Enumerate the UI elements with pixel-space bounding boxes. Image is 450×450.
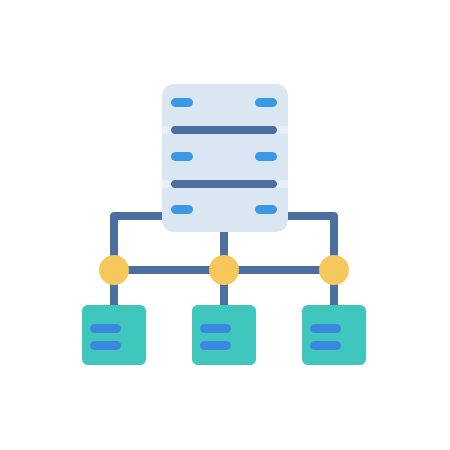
led-left-2: [171, 152, 193, 161]
server-bar-2: [171, 180, 277, 188]
led-right-2: [255, 152, 277, 161]
led-right-1: [255, 98, 277, 107]
server-body: [162, 84, 288, 232]
junction-left: [99, 255, 129, 285]
junction-right: [319, 255, 349, 285]
child-node-right: [302, 305, 366, 365]
led-left-1: [171, 98, 193, 107]
child-node-center: [192, 305, 256, 365]
child-node-left: [82, 305, 146, 365]
server-bar-1: [171, 126, 277, 134]
led-right-3: [255, 205, 277, 214]
child-nodes: [82, 305, 366, 365]
led-left-3: [171, 205, 193, 214]
junction-center: [209, 255, 239, 285]
junction-nodes: [99, 255, 349, 285]
server-stack: [162, 84, 288, 232]
